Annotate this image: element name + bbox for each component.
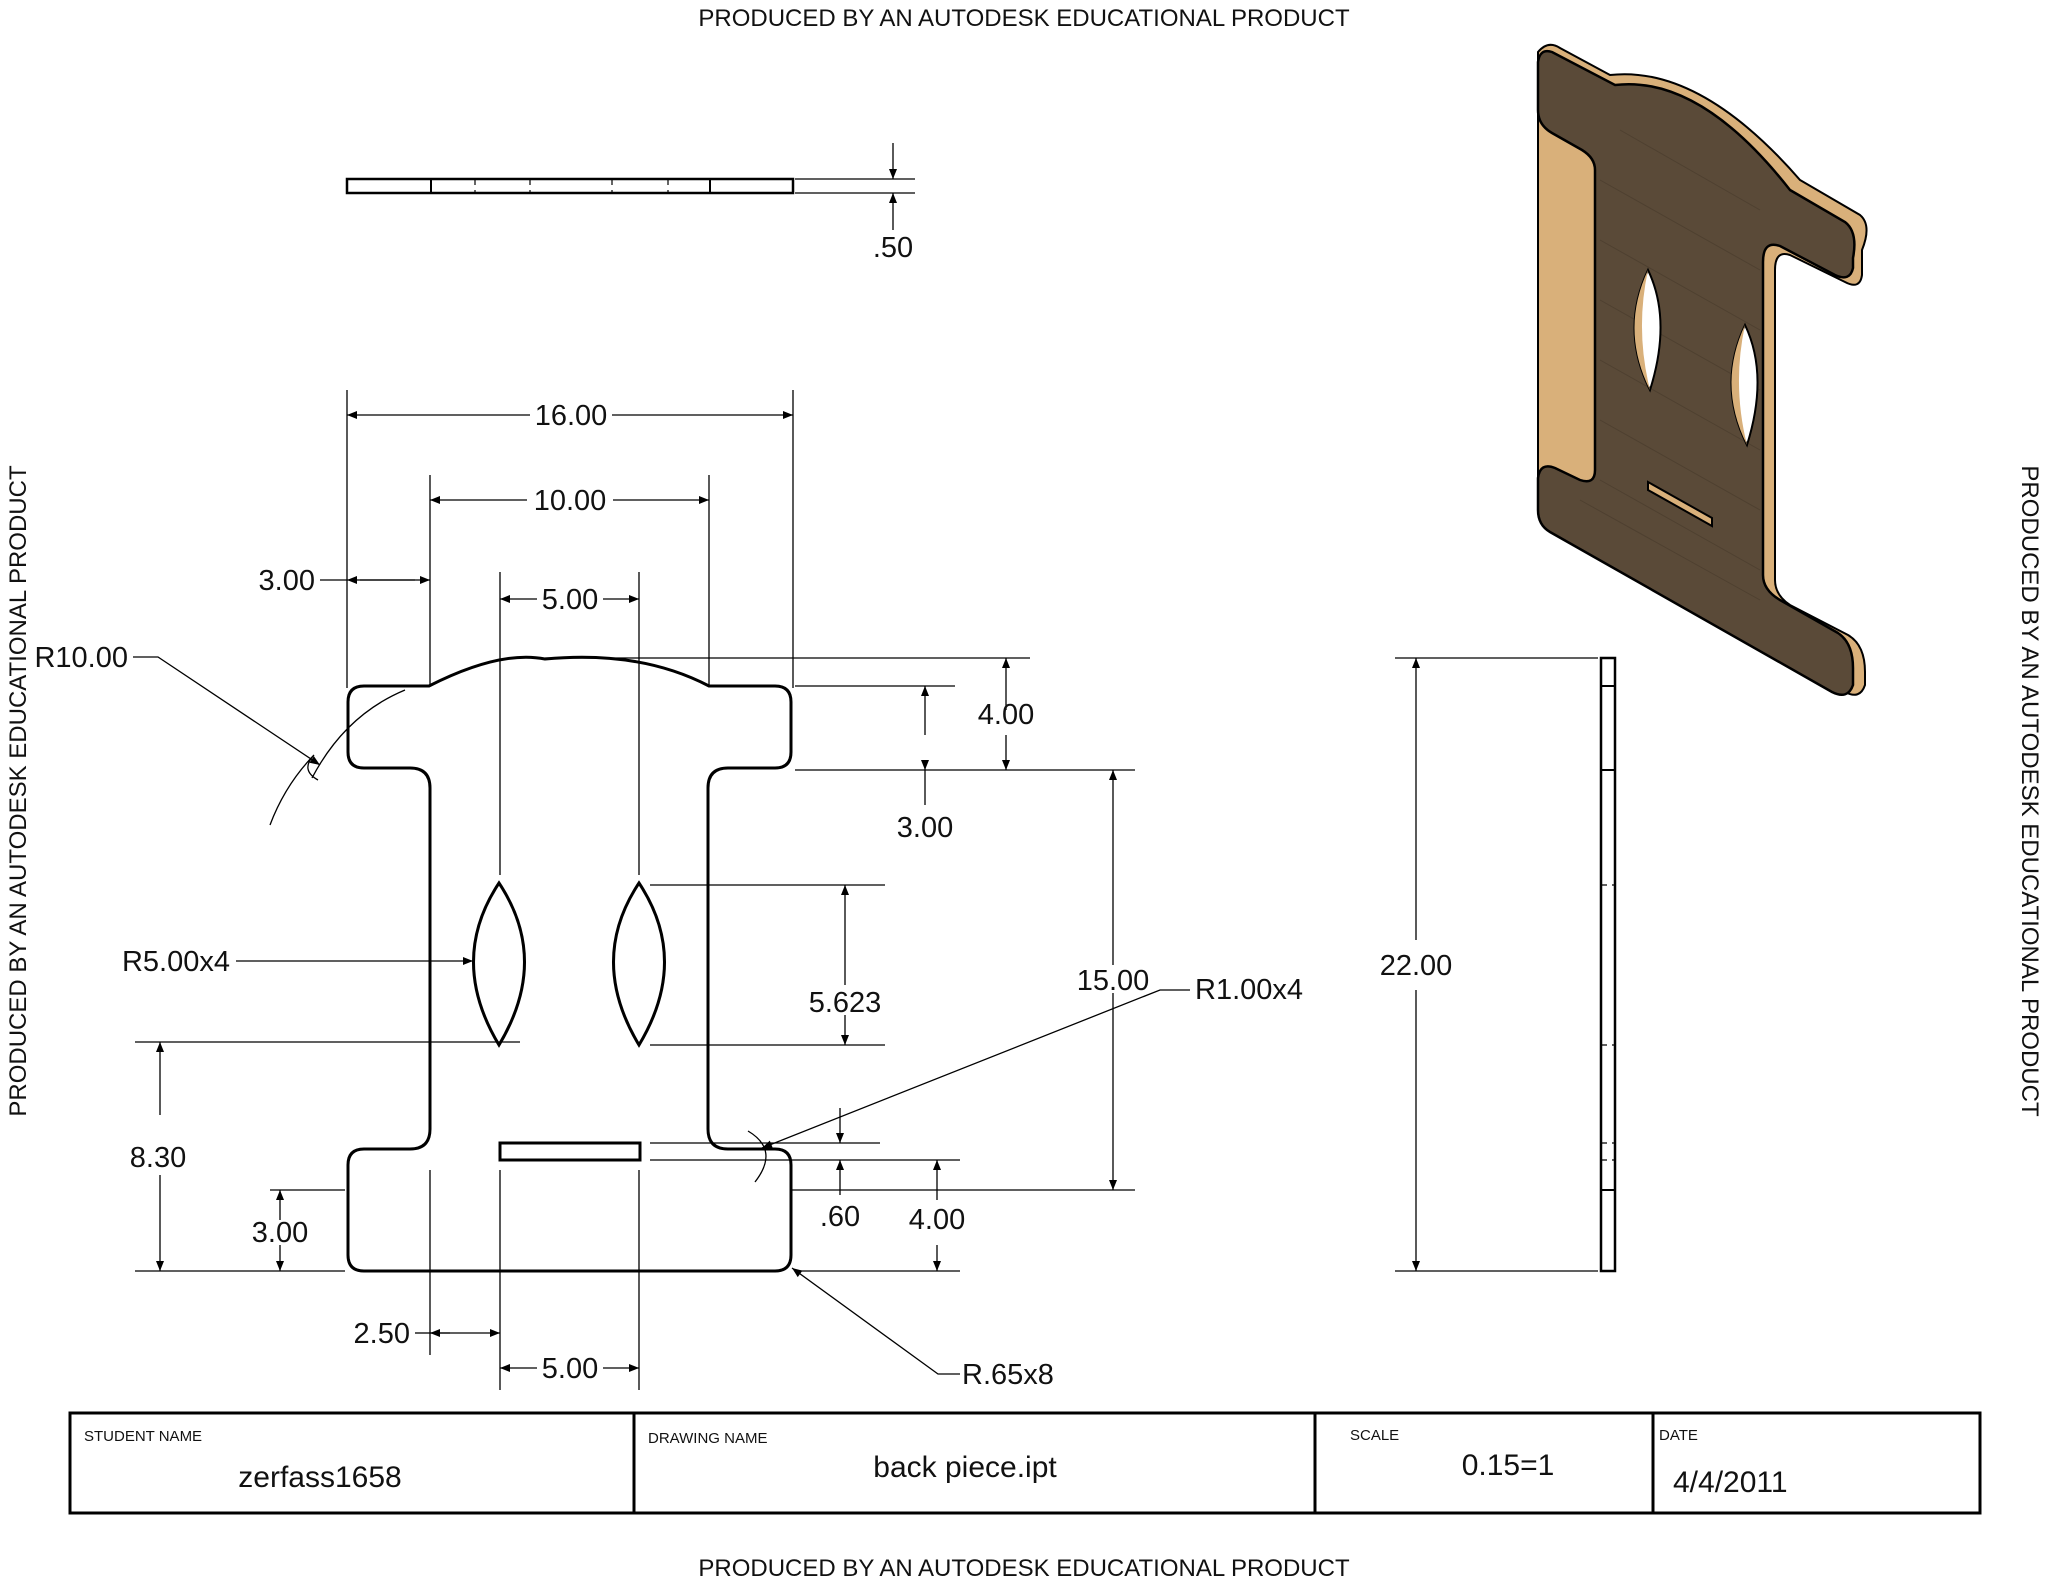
drawing-name-label: DRAWING NAME	[648, 1430, 767, 1447]
isometric-slot	[1647, 480, 1713, 528]
date-value: 4/4/2011	[1673, 1466, 1788, 1499]
lens-right	[612, 880, 666, 1048]
side-view: 22.00	[1380, 656, 1617, 1273]
dim-bottom-flange-height: 3.00	[252, 1217, 308, 1249]
student-name-value: zerfass1658	[238, 1461, 401, 1494]
dim-overall-width: 16.00	[535, 400, 608, 432]
watermark-top: PRODUCED BY AN AUTODESK EDUCATIONAL PROD…	[698, 5, 1350, 32]
scale-value: 0.15=1	[1462, 1449, 1555, 1482]
drawing-name-value: back piece.ipt	[873, 1451, 1057, 1484]
dim-top-flange-height: 3.00	[897, 812, 953, 844]
dim-top-rise: 4.00	[978, 699, 1034, 731]
part-outline	[346, 655, 793, 1273]
dim-corner-radius-inner: R1.00x4	[1195, 974, 1303, 1006]
dim-corner-radius-outer: R.65x8	[962, 1359, 1054, 1391]
dim-center-height: 15.00	[1077, 965, 1150, 997]
dim-arc-radius: R10.00	[34, 642, 128, 674]
watermark-bottom: PRODUCED BY AN AUTODESK EDUCATIONAL PROD…	[698, 1555, 1350, 1582]
dim-flange-width: 3.00	[259, 565, 315, 597]
isometric-face	[1536, 49, 1856, 697]
dim-inner-width: 10.00	[534, 485, 607, 517]
top-view: .50	[345, 143, 915, 264]
lens-left	[472, 880, 526, 1048]
isometric-view	[1536, 43, 1868, 697]
student-name-label: STUDENT NAME	[84, 1428, 202, 1445]
dim-slot-height-from-bottom: 8.30	[130, 1142, 186, 1174]
dim-lens-height: 5.623	[809, 987, 882, 1019]
date-label: DATE	[1659, 1427, 1698, 1444]
watermark-right: PRODUCED BY AN AUTODESK EDUCATIONAL PROD…	[2016, 465, 2043, 1117]
front-view	[346, 655, 793, 1273]
dim-slot-spacing-top: 5.00	[542, 584, 598, 616]
scale-label: SCALE	[1350, 1427, 1399, 1444]
dim-lens-radius: R5.00x4	[122, 946, 230, 978]
dim-bottom-offset: 2.50	[354, 1318, 410, 1350]
watermark-left: PRODUCED BY AN AUTODESK EDUCATIONAL PROD…	[5, 465, 32, 1117]
dim-overall-height: 22.00	[1380, 950, 1453, 982]
dim-slot-thickness: .60	[820, 1201, 860, 1233]
dim-thickness: .50	[873, 232, 913, 264]
slot	[498, 1141, 642, 1162]
dim-slot-spacing-bottom: 5.00	[542, 1353, 598, 1385]
dim-slot-offset: 4.00	[909, 1204, 965, 1236]
title-block: STUDENT NAME zerfass1658 DRAWING NAME ba…	[68, 1411, 1982, 1515]
